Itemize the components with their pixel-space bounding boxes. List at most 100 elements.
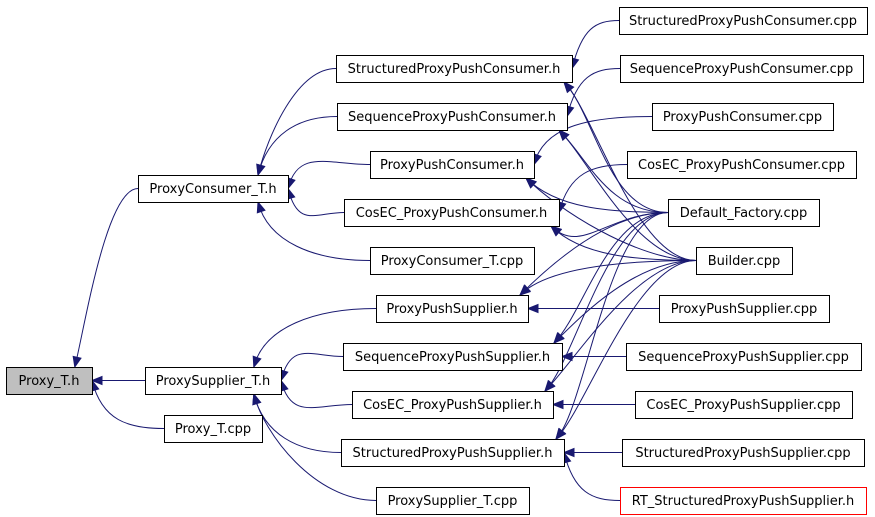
edge-sequenceproxypushsupplier_h-to-proxysupplier_t_h [280, 352, 344, 381]
edge-structuredproxypushconsumer_h-to-proxyconsumer_t_h [257, 68, 337, 176]
arrowhead-proxypushconsumer_h [525, 177, 537, 189]
node-label: ProxyPushSupplier.cpp [671, 302, 818, 317]
node-cosec-proxypushconsumer-h[interactable]: CosEC_ProxyPushConsumer.h [344, 199, 560, 227]
arrowhead-proxysupplier_t_h [252, 355, 262, 369]
edge-cosec_proxypushconsumer_h-to-proxyconsumer_t_h [287, 188, 345, 217]
node-label: Proxy_T.h [19, 374, 80, 389]
node-proxypushsupplier-h[interactable]: ProxyPushSupplier.h [376, 295, 529, 323]
arrowhead-cosec_proxypushconsumer_h [549, 225, 562, 237]
node-box [652, 103, 834, 131]
edges-layer [72, 20, 697, 501]
node-sequenceproxypushsupplier-cpp[interactable]: SequenceProxyPushSupplier.cpp [626, 343, 862, 371]
node-box [659, 295, 830, 323]
arrowhead-proxypushsupplier_h [518, 284, 532, 296]
node-label: CosEC_ProxyPushConsumer.cpp [638, 158, 845, 173]
node-box [626, 343, 862, 371]
edge-default_factory_cpp-to-structuredproxypushconsumer_h [563, 81, 669, 213]
node-proxysupplier-t-h[interactable]: ProxySupplier_T.h [145, 367, 282, 395]
node-proxy-t-cpp[interactable]: Proxy_T.cpp [164, 415, 263, 443]
edge-structuredproxypushconsumer_cpp-to-structuredproxypushconsumer_h [571, 20, 620, 69]
node-label: StructuredProxyPushSupplier.cpp [635, 446, 850, 461]
node-proxysupplier-t-cpp[interactable]: ProxySupplier_T.cpp [376, 487, 530, 515]
node-proxyconsumer-t-cpp[interactable]: ProxyConsumer_T.cpp [370, 247, 535, 275]
arrowhead-proxy_t_h [72, 355, 82, 369]
arrowhead-cosec_proxypushsupplier_h [544, 380, 556, 392]
node-structuredproxypushsupplier-cpp[interactable]: StructuredProxyPushSupplier.cpp [622, 439, 865, 467]
node-label: ProxyPushSupplier.h [386, 302, 517, 317]
node-structuredproxypushconsumer-h[interactable]: StructuredProxyPushConsumer.h [336, 55, 573, 83]
arrowhead-structuredproxypushsupplier_h [562, 447, 575, 458]
node-builder-cpp[interactable]: Builder.cpp [696, 247, 793, 275]
edge-proxypushsupplier_h-to-proxysupplier_t_h [253, 308, 377, 368]
node-box [138, 175, 289, 203]
edge-proxypushconsumer_cpp-to-proxypushconsumer_h [533, 116, 653, 165]
node-cosec-proxypushsupplier-h[interactable]: CosEC_ProxyPushSupplier.h [352, 391, 554, 419]
edge-default_factory_cpp-to-cosec_proxypushsupplier_h [544, 212, 669, 392]
node-cosec-proxypushsupplier-cpp[interactable]: CosEC_ProxyPushSupplier.cpp [635, 391, 853, 419]
edge-builder_cpp-to-sequenceproxypushsupplier_h [553, 260, 697, 344]
arrowhead-structuredproxypushconsumer_h [563, 80, 575, 94]
node-cosec-proxypushconsumer-cpp[interactable]: CosEC_ProxyPushConsumer.cpp [627, 151, 857, 179]
node-sequenceproxypushconsumer-cpp[interactable]: SequenceProxyPushConsumer.cpp [620, 55, 864, 83]
edge-structuredproxypushsupplier_h-to-proxysupplier_t_h [253, 393, 342, 453]
edge-default_factory_cpp-to-sequenceproxypushsupplier_h [553, 212, 669, 344]
node-label: CosEC_ProxyPushSupplier.h [363, 398, 542, 413]
node-box [370, 247, 535, 275]
node-label: Builder.cpp [708, 254, 781, 269]
arrowhead-sequenceproxypushconsumer_h [558, 129, 570, 141]
node-box [370, 151, 535, 179]
node-box [336, 55, 573, 83]
edge-builder_cpp-to-structuredproxypushsupplier_h [555, 260, 697, 440]
node-box [635, 391, 853, 419]
node-box [627, 151, 857, 179]
node-label: SequenceProxyPushSupplier.cpp [638, 350, 849, 365]
arrowhead-proxypushsupplier_h [526, 303, 539, 314]
node-proxy-t-h: Proxy_T.h [6, 367, 93, 395]
node-label: ProxyConsumer_T.cpp [381, 254, 524, 269]
node-box [696, 247, 793, 275]
node-proxypushconsumer-h[interactable]: ProxyPushConsumer.h [370, 151, 535, 179]
node-label: Proxy_T.cpp [175, 422, 251, 437]
node-proxyconsumer-t-h[interactable]: ProxyConsumer_T.h [138, 175, 289, 203]
node-proxypushconsumer-cpp[interactable]: ProxyPushConsumer.cpp [652, 103, 834, 131]
edge-proxy_t_cpp-to-proxy_t_h [91, 380, 165, 429]
node-default-factory-cpp[interactable]: Default_Factory.cpp [668, 199, 820, 227]
node-label: CosEC_ProxyPushSupplier.cpp [646, 398, 840, 413]
edge-default_factory_cpp-to-proxypushconsumer_h [525, 177, 669, 213]
node-sequenceproxypushconsumer-h[interactable]: SequenceProxyPushConsumer.h [337, 103, 568, 131]
node-label: ProxyConsumer_T.h [149, 182, 276, 197]
node-box [622, 439, 865, 467]
arrowhead-proxyconsumer_t_h [256, 163, 266, 177]
edge-cosec_proxypushconsumer_cpp-to-cosec_proxypushconsumer_h [558, 164, 628, 213]
edge-cosec_proxypushsupplier_h-to-proxysupplier_t_h [280, 380, 353, 409]
node-proxypushsupplier-cpp[interactable]: ProxyPushSupplier.cpp [659, 295, 830, 323]
node-label: ProxyPushConsumer.h [380, 158, 524, 173]
node-label: ProxySupplier_T.h [156, 374, 270, 389]
arrowhead-proxyconsumer_t_h [256, 200, 266, 214]
node-label: StructuredProxyPushConsumer.h [348, 62, 561, 77]
node-label: SequenceProxyPushConsumer.cpp [630, 62, 853, 77]
node-label: CosEC_ProxyPushConsumer.h [356, 206, 548, 221]
edge-builder_cpp-to-proxypushconsumer_h [525, 177, 697, 261]
node-box [668, 199, 820, 227]
arrowhead-proxysupplier_t_h [252, 392, 262, 406]
node-label: Default_Factory.cpp [680, 206, 807, 221]
edge-builder_cpp-to-cosec_proxypushsupplier_h [544, 260, 697, 392]
node-box [343, 343, 563, 371]
edge-default_factory_cpp-to-structuredproxypushsupplier_h [555, 212, 669, 440]
node-box [164, 415, 263, 443]
node-rt-structuredproxypushsupplier-h[interactable]: RT_StructuredProxyPushSupplier.h [620, 487, 867, 515]
arrowhead-sequenceproxypushsupplier_h [553, 332, 565, 344]
node-sequenceproxypushsupplier-h[interactable]: SequenceProxyPushSupplier.h [343, 343, 563, 371]
edge-proxysupplier_t_cpp-to-proxysupplier_t_h [253, 393, 377, 501]
node-box [620, 55, 864, 83]
node-structuredproxypushconsumer-cpp[interactable]: StructuredProxyPushConsumer.cpp [619, 7, 868, 35]
edge-builder_cpp-to-proxypushsupplier_h [519, 260, 697, 296]
node-label: StructuredProxyPushConsumer.cpp [629, 14, 857, 29]
edge-proxyconsumer_t_h-to-proxy_t_h [74, 188, 139, 368]
arrowhead-proxy_t_h [90, 375, 103, 386]
node-box [341, 439, 565, 467]
node-structuredproxypushsupplier-h[interactable]: StructuredProxyPushSupplier.h [341, 439, 565, 467]
node-box [620, 487, 867, 515]
